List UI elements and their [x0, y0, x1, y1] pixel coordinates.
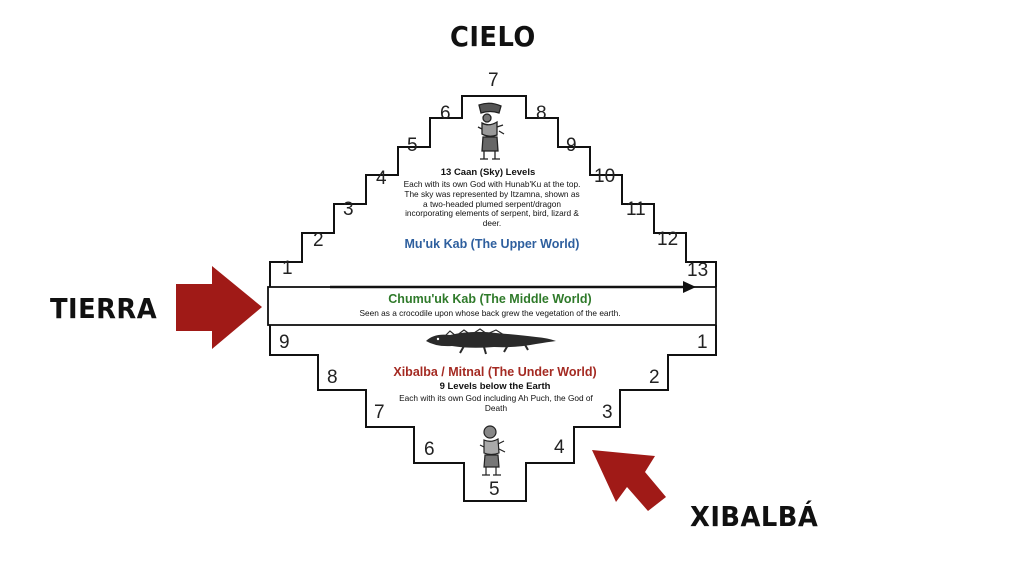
sky-level-1: 1: [282, 258, 293, 279]
sky-level-6: 6: [440, 103, 451, 124]
middle-arrow-head: [683, 281, 696, 293]
sky-level-3: 3: [343, 199, 354, 220]
under-level-4: 4: [554, 437, 565, 458]
sky-god-glyph-icon: [477, 102, 505, 160]
underworld-staircase: [269, 325, 717, 502]
sky-level-12: 12: [657, 229, 679, 250]
death-god-glyph-icon: [479, 425, 506, 476]
under-level-3: 3: [602, 402, 613, 423]
sky-levels-title: 13 Caan (Sky) Levels: [440, 167, 536, 178]
sky-description: Each with its own God with Hunab'Ku at t…: [403, 179, 581, 229]
sky-level-9: 9: [566, 135, 577, 156]
sky-level-8: 8: [536, 103, 547, 124]
xibalba-label: XIBALBÁ: [690, 500, 819, 533]
sky-level-2: 2: [313, 230, 324, 251]
crocodile-icon: [426, 328, 556, 355]
cielo-label: CIELO: [450, 20, 536, 53]
under-level-8: 8: [327, 367, 338, 388]
under-level-7: 7: [374, 402, 385, 423]
upper-world-title: Mu'uk Kab (The Upper World): [404, 237, 580, 251]
under-level-1: 1: [697, 332, 708, 353]
under-description: Each with its own God including Ah Puch,…: [399, 393, 593, 413]
sky-level-10: 10: [594, 166, 616, 187]
middle-world-description: Seen as a crocodile upon whose back grew…: [359, 308, 621, 318]
under-level-9: 9: [279, 332, 290, 353]
under-levels-title: 9 Levels below the Earth: [439, 381, 551, 392]
tierra-arrow: [176, 266, 262, 349]
sky-staircase: [269, 95, 717, 287]
middle-world-title: Chumu'uk Kab (The Middle World): [388, 292, 592, 306]
tierra-label: TIERRA: [50, 292, 158, 325]
xibalba-arrow: [592, 450, 666, 511]
under-level-2: 2: [649, 367, 660, 388]
sky-level-5: 5: [407, 135, 418, 156]
sky-level-4: 4: [376, 168, 387, 189]
sky-level-7: 7: [488, 70, 499, 91]
sky-level-13: 13: [687, 260, 709, 281]
under-level-5: 5: [489, 479, 500, 500]
under-level-6: 6: [424, 439, 435, 460]
sky-level-11: 11: [626, 199, 646, 220]
under-world-title: Xibalba / Mitnal (The Under World): [393, 365, 597, 379]
